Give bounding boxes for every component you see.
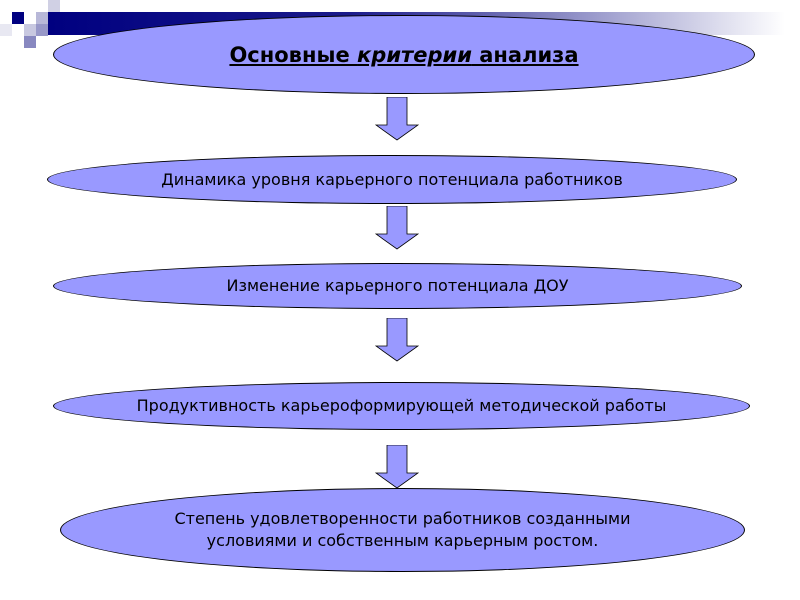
arrow-down-icon (375, 206, 419, 250)
decor-square (12, 12, 24, 24)
step-ellipse: Динамика уровня карьерного потенциала ра… (47, 155, 737, 204)
decor-square (48, 0, 60, 12)
decor-square (36, 24, 48, 36)
title-ellipse: Основные критерии анализа (53, 15, 755, 94)
page-title: Основные критерии анализа (229, 42, 579, 67)
decor-square (24, 36, 36, 48)
step-ellipse: Степень удовлетворенности работников соз… (60, 488, 745, 572)
step-text: Степень удовлетворенности работников соз… (174, 509, 631, 550)
arrow-down-icon (375, 445, 419, 489)
step-ellipse: Изменение карьерного потенциала ДОУ (53, 263, 742, 309)
arrow-down-icon (375, 97, 419, 141)
decor-square (0, 24, 12, 36)
step-ellipse: Продуктивность карьероформирующей методи… (53, 382, 750, 430)
step-text: Изменение карьерного потенциала ДОУ (226, 276, 569, 295)
step-text: Продуктивность карьероформирующей методи… (136, 396, 667, 415)
arrow-down-icon (375, 318, 419, 362)
decor-square (36, 12, 48, 24)
step-text: Динамика уровня карьерного потенциала ра… (161, 169, 623, 189)
decor-square (24, 24, 36, 36)
